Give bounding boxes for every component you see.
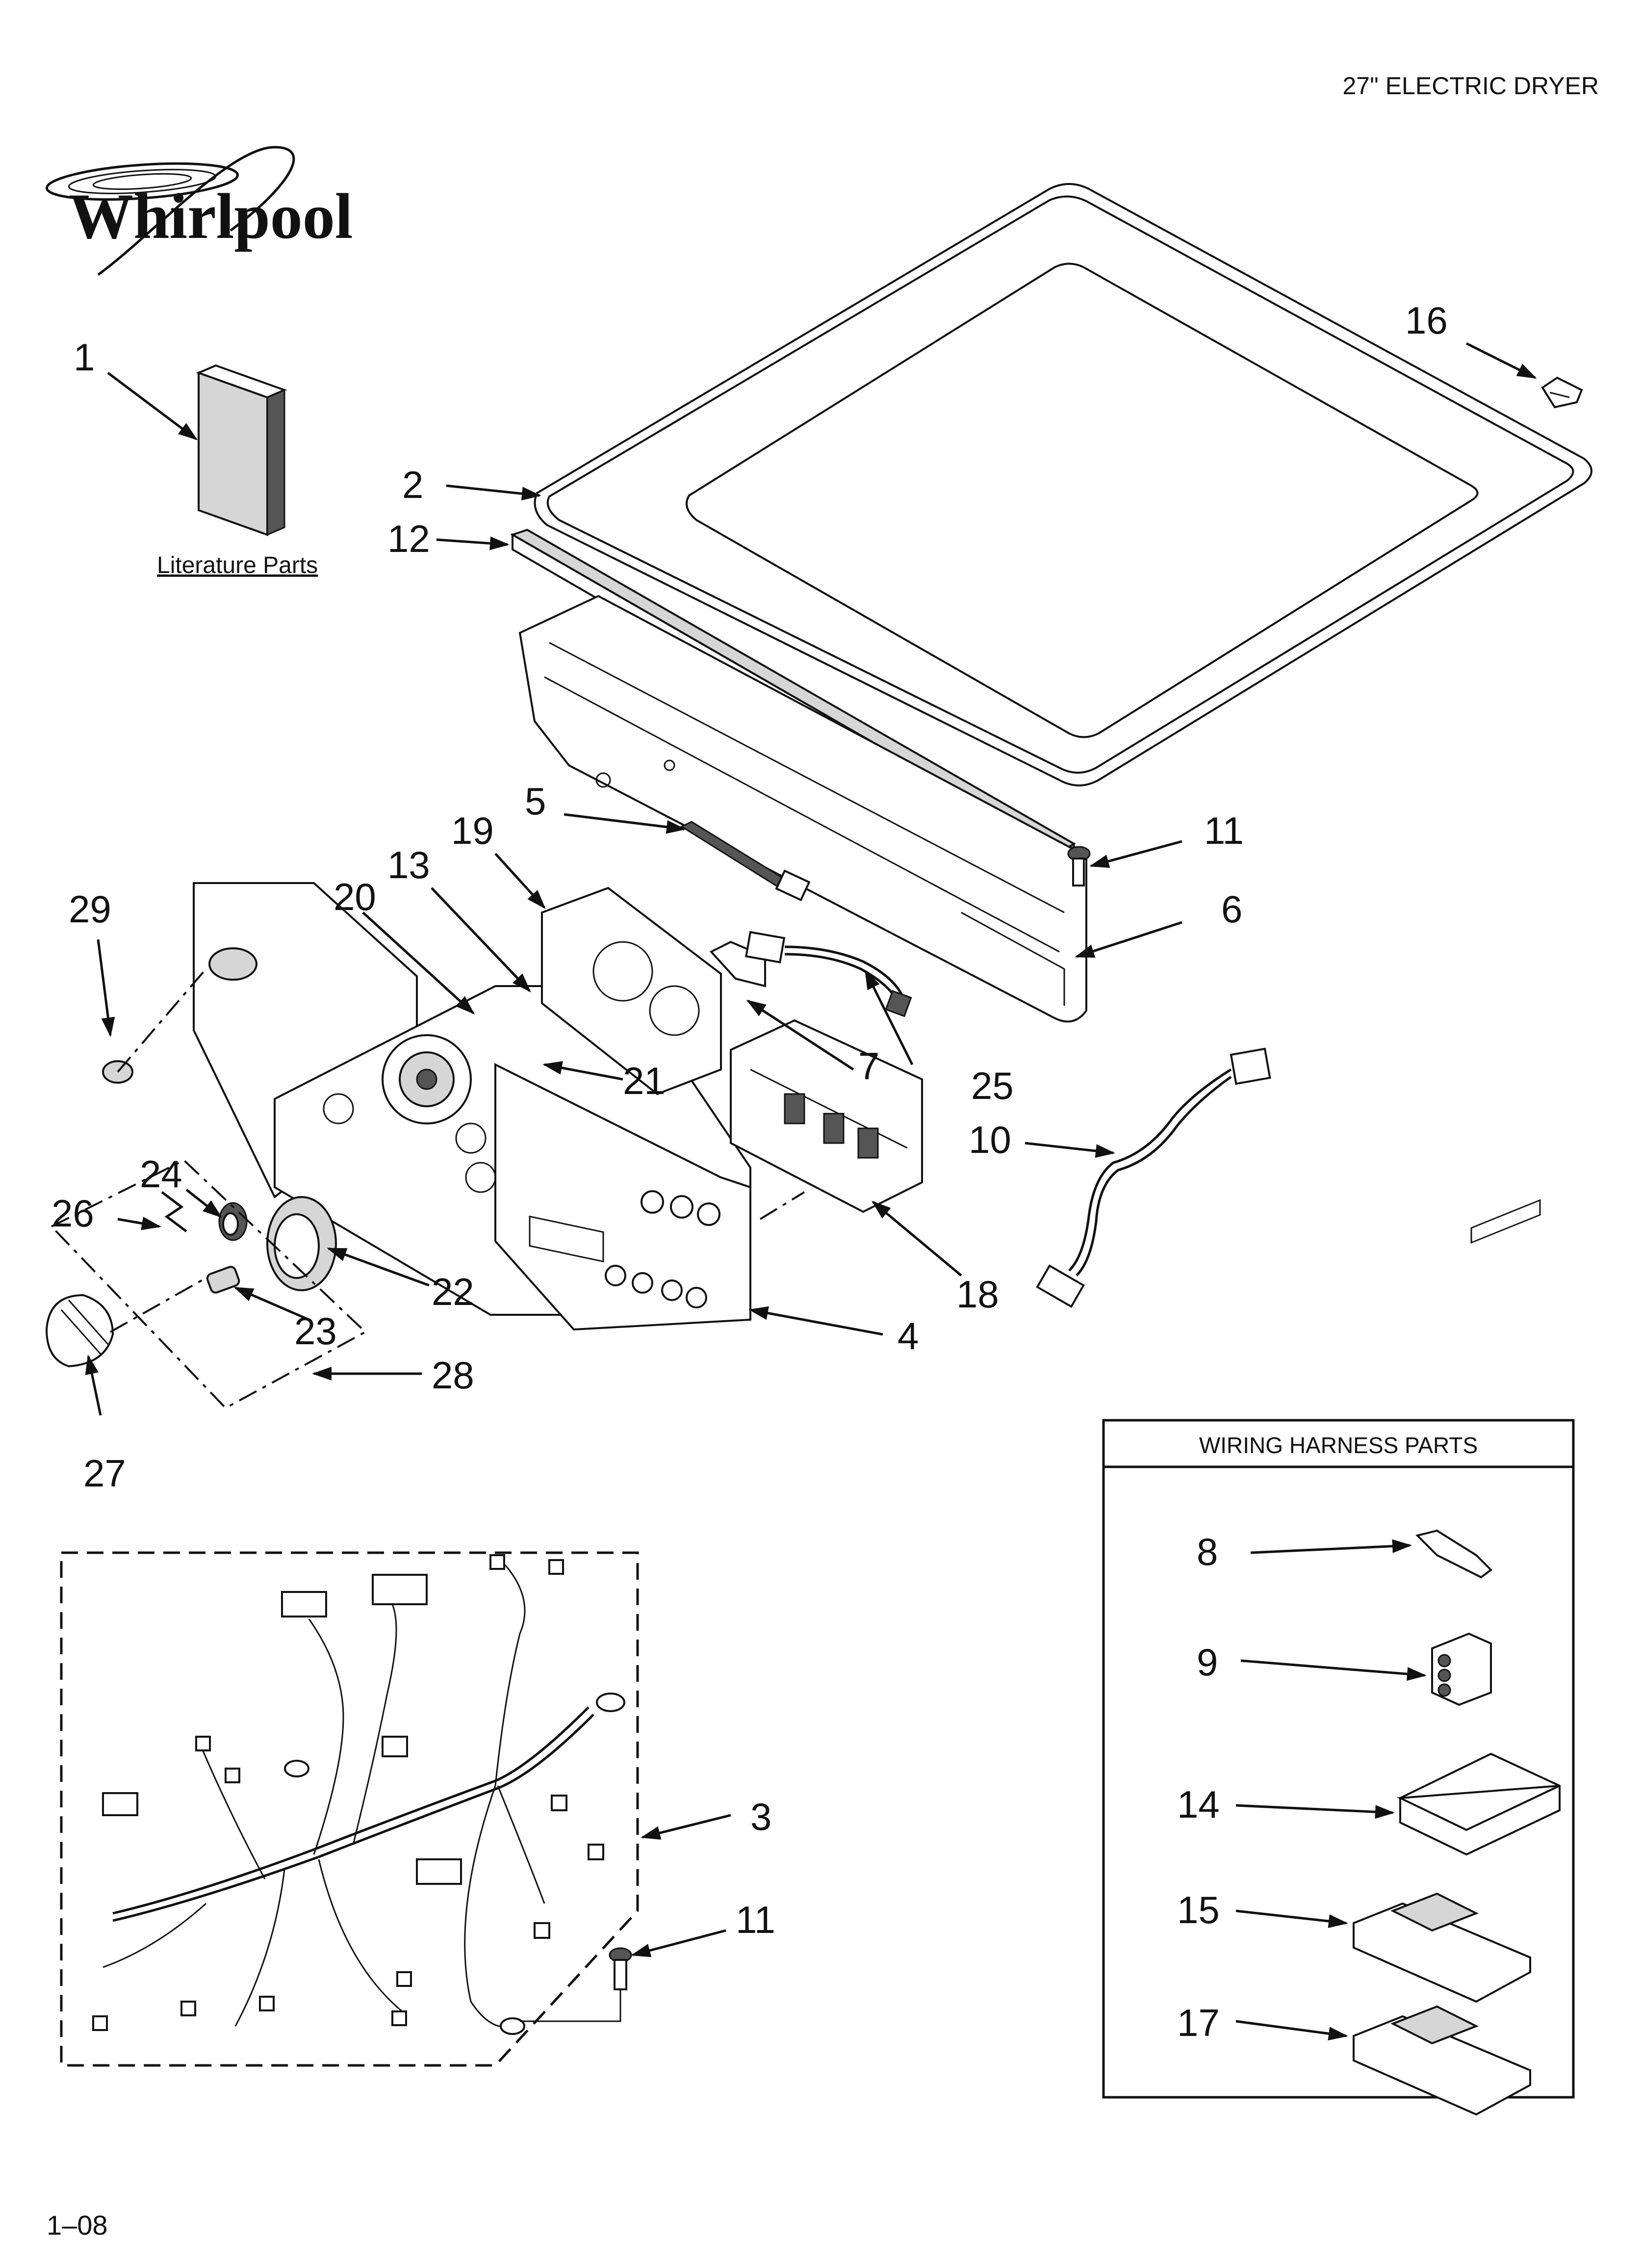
callout-21: 21 (623, 1059, 666, 1102)
callout-4: 4 (898, 1314, 919, 1357)
callout-2: 2 (402, 463, 423, 506)
connector-15 (1353, 1892, 1531, 2003)
connector-9 (1431, 1632, 1492, 1706)
literature-parts-label: Literature Parts (157, 552, 318, 578)
ui-board-18 (730, 1019, 923, 1213)
callout-19: 19 (451, 809, 494, 852)
callout-8: 8 (1197, 1530, 1218, 1573)
callout-17: 17 (1177, 2001, 1220, 2044)
callout-14: 14 (1177, 1783, 1220, 1826)
control-board-19 (541, 886, 722, 1095)
callout-16: 16 (1405, 299, 1448, 342)
callout-24: 24 (140, 1152, 182, 1196)
main-wiring-harness (92, 1554, 625, 2035)
encoder-24 (218, 1202, 248, 1241)
page-title: 27" ELECTRIC DRYER (1342, 72, 1599, 100)
callout-11-lower: 11 (736, 1898, 775, 1941)
knob-group-outline (50, 1159, 367, 1409)
screw-11-upper (1067, 846, 1091, 886)
callout-5: 5 (525, 780, 546, 823)
cable-tie (680, 821, 811, 902)
callout-7: 7 (858, 1044, 879, 1088)
connector-17 (1353, 2005, 1531, 2116)
callout-20: 20 (334, 875, 376, 918)
main-harness-outline (60, 1551, 639, 2067)
callout-10: 10 (969, 1118, 1011, 1161)
callout-15: 15 (1177, 1888, 1220, 1931)
harness-10 (1036, 1047, 1271, 1308)
callout-1: 1 (74, 336, 95, 379)
callout-13: 13 (387, 843, 430, 886)
callout-22: 22 (432, 1270, 474, 1313)
callout-28: 28 (432, 1354, 474, 1397)
callout-23: 23 (294, 1309, 337, 1353)
callout-27: 27 (83, 1452, 126, 1495)
led-23 (206, 1266, 240, 1294)
knob-leader (110, 1277, 206, 1333)
top-panel (534, 183, 1592, 786)
wiring-harness-parts-box (1102, 1419, 1575, 2099)
arrow-icon (85, 342, 1537, 2041)
callout-29: 29 (69, 887, 111, 931)
knob-27 (45, 1294, 114, 1368)
whirlpool-logo: Whirlpool (45, 146, 353, 276)
screw-11-lower (520, 1947, 632, 2022)
terminal-8 (1415, 1529, 1493, 1579)
callout-25: 25 (971, 1064, 1014, 1107)
brand-wordmark: Whirlpool (69, 180, 353, 252)
spring-26 (161, 1191, 187, 1232)
callout-26: 26 (51, 1192, 94, 1235)
callout-11-upper: 11 (1204, 809, 1244, 852)
literature-booklet (196, 364, 287, 536)
selector-knob-22 (266, 1196, 337, 1291)
harness-25 (745, 931, 912, 1017)
board-leader (759, 1191, 805, 1220)
callout-9: 9 (1197, 1641, 1218, 1684)
callout-18: 18 (956, 1273, 999, 1316)
callout-6: 6 (1221, 887, 1242, 931)
connector-14 (1396, 1199, 1561, 1856)
wiring-box-title: WIRING HARNESS PARTS (1199, 1433, 1478, 1458)
callout-12: 12 (387, 517, 430, 560)
callout-3: 3 (750, 1795, 771, 1838)
page-code: 1–08 (47, 2210, 108, 2241)
screw-16 (1541, 376, 1583, 409)
cap-leader (117, 968, 207, 1073)
